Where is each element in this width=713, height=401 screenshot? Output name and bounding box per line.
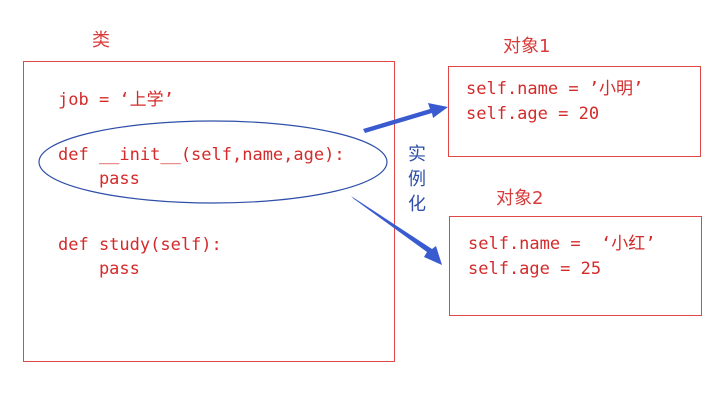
study-def-line: def study(self): bbox=[58, 235, 222, 255]
class-title: 类 bbox=[92, 30, 110, 51]
object1-box bbox=[448, 66, 701, 157]
object2-box bbox=[449, 216, 702, 316]
object1-age-line: self.age = 20 bbox=[466, 104, 600, 124]
init-body-line: pass bbox=[58, 169, 140, 189]
arrow-to-object1 bbox=[363, 103, 448, 133]
object1-name-line: self.name = ’小明’ bbox=[466, 79, 644, 99]
instantiate-char-1: 实 bbox=[408, 144, 426, 165]
init-def-line: def __init__(self,name,age): bbox=[58, 145, 345, 165]
instantiate-char-3: 化 bbox=[408, 194, 426, 215]
object2-name-line: self.name = ‘小红’ bbox=[468, 234, 656, 254]
object2-age-line: self.age = 25 bbox=[468, 259, 602, 279]
object1-title: 对象1 bbox=[503, 36, 551, 57]
arrow-to-object2 bbox=[351, 196, 442, 265]
init-method-highlight-ellipse bbox=[38, 120, 388, 204]
object2-title: 对象2 bbox=[496, 188, 544, 209]
study-body-line: pass bbox=[58, 259, 140, 279]
class-box bbox=[23, 61, 395, 362]
class-attr-line: job = ‘上学’ bbox=[58, 90, 174, 110]
instantiate-char-2: 例 bbox=[408, 169, 426, 190]
